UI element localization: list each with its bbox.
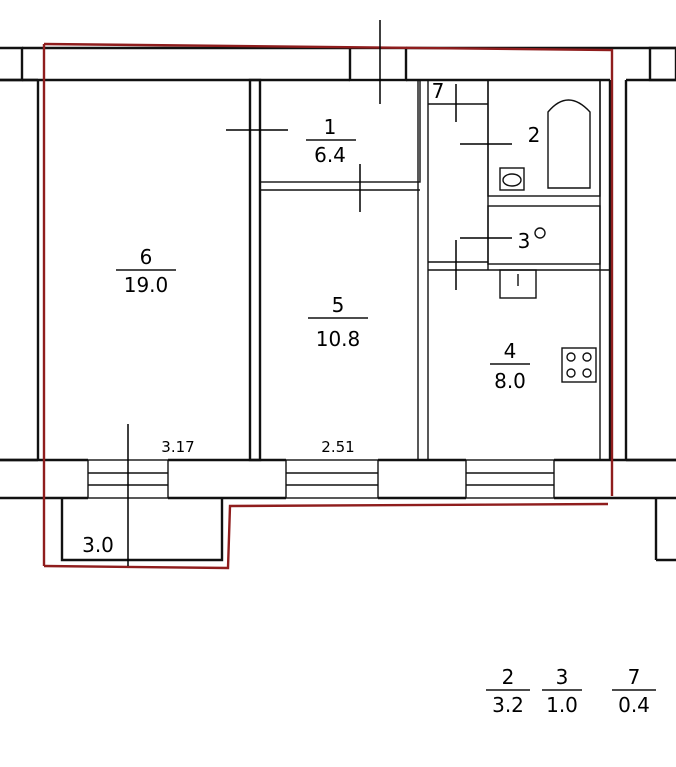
room-label-1: 1 6.4 [306,115,356,167]
legend-number-7: 7 [628,665,641,689]
room-area-1: 6.4 [314,143,346,167]
apartment-outline [42,42,614,570]
room5-width-dimension: 2.51 [321,438,354,456]
room-number-3: 3 [518,229,531,253]
balcony [60,498,224,562]
room-number-4: 4 [504,339,517,363]
legend-number-3: 3 [556,665,569,689]
legend-area-2: 3.2 [492,693,524,717]
legend-area-7: 0.4 [618,693,650,717]
right-exterior-wall [608,78,676,462]
legend-item-3: 3 1.0 [542,665,582,717]
room-area-5: 10.8 [316,327,361,351]
axis-marks [127,20,512,566]
room6-width-dimension: 3.17 [161,438,194,456]
room-area-6: 19.0 [124,273,169,297]
sink-icon [499,227,546,299]
toilet-icon [499,167,525,191]
legend-number-2: 2 [502,665,515,689]
legend-area-3: 1.0 [546,693,578,717]
room-label-6: 6 19.0 [116,245,176,297]
legend-item-2: 2 3.2 [486,665,530,717]
interior-walls [248,78,610,462]
stove-icon [561,347,597,383]
room-area-4: 8.0 [494,369,526,393]
room-number-6: 6 [140,245,153,269]
top-exterior-wall [0,46,676,82]
bathtub-icon [547,99,591,189]
room-label-4: 4 8.0 [490,339,530,393]
balcony-width-dimension: 3.0 [82,533,114,557]
room-number-1: 1 [324,115,337,139]
left-exterior-wall [0,78,40,462]
room-number-7: 7 [432,79,445,103]
legend-item-7: 7 0.4 [612,665,656,717]
room-number-5: 5 [332,293,345,317]
area-legend: 2 3.2 3 1.0 7 0.4 [486,665,656,717]
room-label-5: 5 10.8 [308,293,368,351]
room-number-2: 2 [528,123,541,147]
